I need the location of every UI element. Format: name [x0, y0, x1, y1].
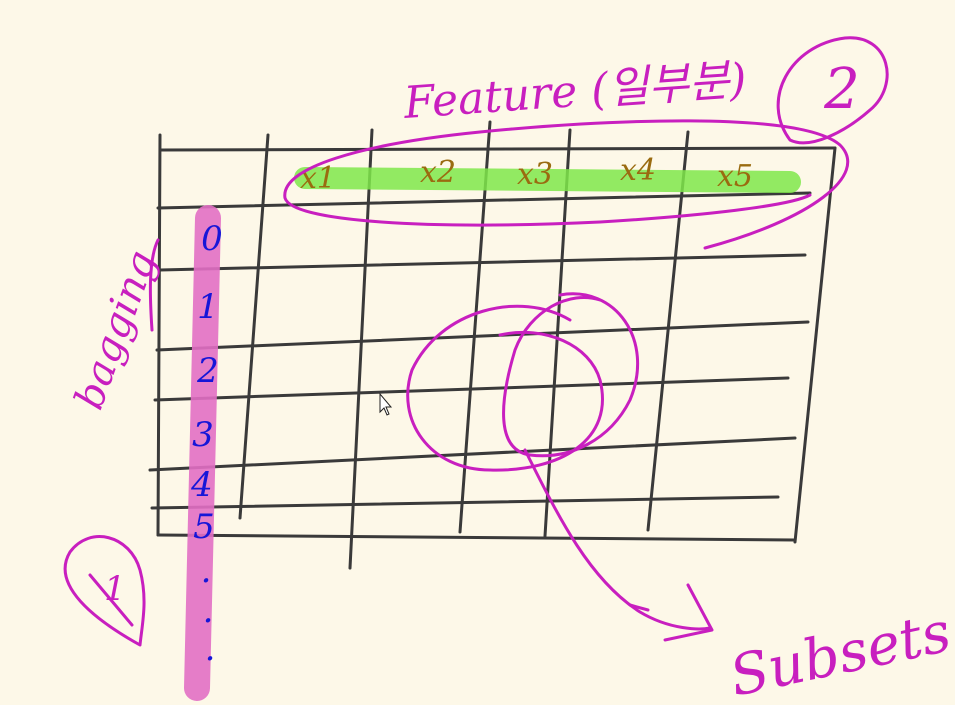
grid-col-line: [238, 133, 270, 520]
magenta-annotations: [63, 36, 889, 647]
grid-row-line: [148, 436, 797, 472]
grid-top-line: [158, 146, 837, 152]
feature-row-ellipse: [283, 119, 850, 250]
grid-row-line: [150, 495, 780, 510]
row-index: .: [205, 629, 216, 669]
grid-col-line: [646, 130, 690, 532]
index-column-highlight: [184, 205, 221, 701]
circle-one-label: 1: [104, 569, 126, 609]
circle-two-label: 2: [823, 57, 860, 122]
row-index-labels: 0 1 2 3 4 5 . . .: [190, 219, 223, 669]
feature-label-x4: x4: [620, 153, 656, 188]
subset-arrow-head: [663, 583, 714, 642]
feature-labels: x1 x2 x3 x4 x5: [300, 153, 753, 196]
grid-bottom-line: [156, 533, 797, 542]
circle-one-outline: [63, 535, 146, 647]
grid-col-line: [348, 128, 374, 570]
bagging-bracket: [148, 238, 160, 332]
grid-col-line: [543, 128, 572, 538]
subset-arrow-tail-mark: [628, 603, 650, 612]
feature-label-x2: x2: [420, 155, 456, 190]
feature-label-x1: x1: [300, 161, 336, 196]
subsets-label: Subsets: [724, 600, 955, 705]
row-index: 4: [190, 465, 213, 505]
grid-left-edge: [156, 133, 162, 537]
subset-arrow-line: [523, 448, 712, 631]
feature-title: Feature (일부분): [401, 54, 748, 129]
feature-label-x5: x5: [717, 159, 753, 194]
row-index: 2: [196, 351, 219, 391]
subset-loop-right: [502, 292, 640, 458]
mouse-cursor-icon: [379, 392, 393, 416]
feature-row-highlight: [294, 167, 801, 193]
row-index: .: [201, 551, 212, 591]
feature-label-x3: x3: [517, 157, 553, 192]
subset-loop-left: [406, 304, 604, 472]
row-index: 5: [193, 507, 215, 547]
row-index: 0: [201, 219, 223, 259]
grid-row-line: [158, 253, 807, 272]
grid-right-edge: [793, 146, 837, 544]
circle-one-stroke: [88, 573, 134, 627]
circle-two-outline: [776, 36, 889, 145]
row-index: 3: [192, 415, 214, 455]
row-index: .: [203, 591, 214, 631]
grid-row-line: [155, 320, 810, 352]
row-index: 1: [197, 287, 219, 327]
